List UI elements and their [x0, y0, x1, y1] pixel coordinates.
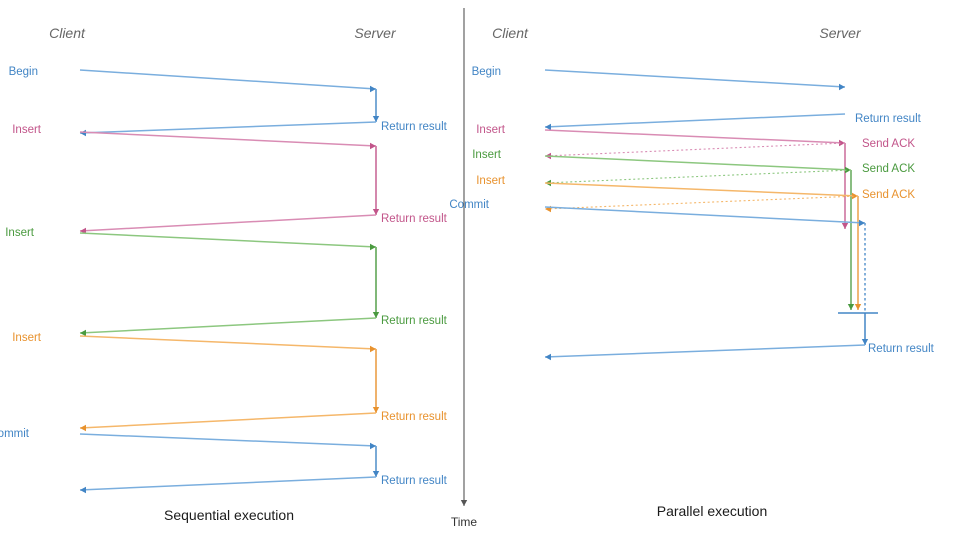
sequential-msg-4-green-line [79, 232, 377, 248]
sequential-server-lane-header: Server [354, 25, 397, 41]
sequential-msg-0-blue-label: Begin [9, 66, 38, 78]
sequential-msg-3-pink-label: Return result [381, 213, 448, 225]
parallel-msg-6-orange-arrowhead [852, 192, 858, 200]
time-axis-arrowhead [460, 500, 468, 506]
sequential-msg-6-orange-arrowhead [370, 345, 376, 353]
sequential-msg-8-blue-label: Commit [0, 428, 30, 440]
sequential-client-lane-header: Client [49, 25, 86, 41]
parallel-msg-4-green-line [544, 155, 852, 171]
parallel-msg-0-blue-arrowhead [839, 83, 845, 91]
sequential-msg-2-pink-arrowhead [370, 142, 376, 150]
parallel-msg-1-blue-arrowhead [545, 123, 551, 131]
parallel-msg-5-green-line [544, 169, 852, 184]
parallel-msg-9-blue-label: Return result [868, 343, 935, 355]
sequential-activation-arrowhead-4 [372, 471, 380, 477]
parallel-msg-1-blue-label: Return result [855, 113, 922, 125]
sequential-activation-arrowhead-0 [372, 116, 380, 122]
sequential-msg-3-pink-line [79, 214, 377, 232]
sequential-msg-4-green-label: Insert [5, 227, 35, 239]
parallel-client-lane-header: Client [492, 25, 529, 41]
parallel-msg-6-orange-label: Insert [476, 175, 506, 187]
parallel-msg-7-orange-label: Send ACK [862, 189, 915, 201]
sequential-activation-arrowhead-3 [372, 407, 380, 413]
sequential-msg-7-orange-arrowhead [80, 424, 86, 432]
parallel-msg-6-orange-line [544, 182, 859, 197]
parallel-msg-4-green-label: Insert [472, 149, 502, 161]
parallel-msg-9-blue-line [544, 344, 866, 358]
sequential-msg-1-blue-arrowhead [80, 129, 86, 137]
parallel-caption: Parallel execution [657, 503, 768, 519]
sequential-msg-8-blue-line [79, 433, 377, 447]
parallel-msg-2-pink-arrowhead [839, 139, 845, 147]
sequential-msg-9-blue-line [79, 476, 377, 491]
parallel-msg-5-green-label: Send ACK [862, 163, 915, 175]
sequential-msg-2-pink-line [79, 131, 377, 147]
parallel-msg-1-blue-line [544, 113, 846, 128]
parallel-worker-arrowhead-orange [854, 304, 862, 310]
parallel-msg-7-orange-line [544, 195, 859, 210]
parallel-msg-2-pink-label: Insert [476, 124, 506, 136]
sequential-activation-arrowhead-1 [372, 209, 380, 215]
parallel-msg-8-blue-line [544, 206, 866, 224]
parallel-worker-arrowhead-green [847, 304, 855, 310]
sequential-caption: Sequential execution [164, 507, 294, 523]
parallel-msg-8-blue-label: Commit [449, 199, 489, 211]
sequential-activation-arrowhead-2 [372, 312, 380, 318]
parallel-commit-drop-arrowhead [861, 339, 869, 345]
parallel-msg-0-blue-label: Begin [472, 66, 501, 78]
sequential-msg-1-blue-line [79, 121, 377, 134]
sequential-msg-5-green-line [79, 317, 377, 334]
sequential-msg-1-blue-label: Return result [381, 121, 448, 133]
parallel-worker-arrowhead-pink [841, 223, 849, 229]
sequential-msg-6-orange-line [79, 335, 377, 350]
parallel-msg-0-blue-line [544, 69, 846, 88]
sequential-msg-4-green-arrowhead [370, 243, 376, 251]
parallel-msg-2-pink-line [544, 129, 846, 144]
sequential-msg-2-pink-label: Insert [12, 124, 42, 136]
sequential-msg-5-green-label: Return result [381, 315, 448, 327]
parallel-msg-4-green-arrowhead [845, 166, 851, 174]
sequential-msg-0-blue-arrowhead [370, 85, 376, 93]
parallel-msg-8-blue-arrowhead [859, 219, 865, 227]
sequential-msg-0-blue-line [79, 69, 377, 90]
sequential-msg-6-orange-label: Insert [12, 332, 42, 344]
parallel-msg-9-blue-arrowhead [545, 353, 551, 361]
sequential-msg-7-orange-label: Return result [381, 411, 448, 423]
sequential-msg-7-orange-line [79, 412, 377, 429]
sequential-msg-9-blue-arrowhead [80, 486, 86, 494]
sequential-msg-8-blue-arrowhead [370, 442, 376, 450]
parallel-msg-3-pink-line [544, 142, 846, 157]
parallel-server-lane-header: Server [819, 25, 862, 41]
sequential-msg-5-green-arrowhead [80, 329, 86, 337]
sequential-msg-9-blue-label: Return result [381, 475, 448, 487]
time-axis-text: Time [451, 515, 478, 529]
parallel-msg-3-pink-label: Send ACK [862, 138, 915, 150]
